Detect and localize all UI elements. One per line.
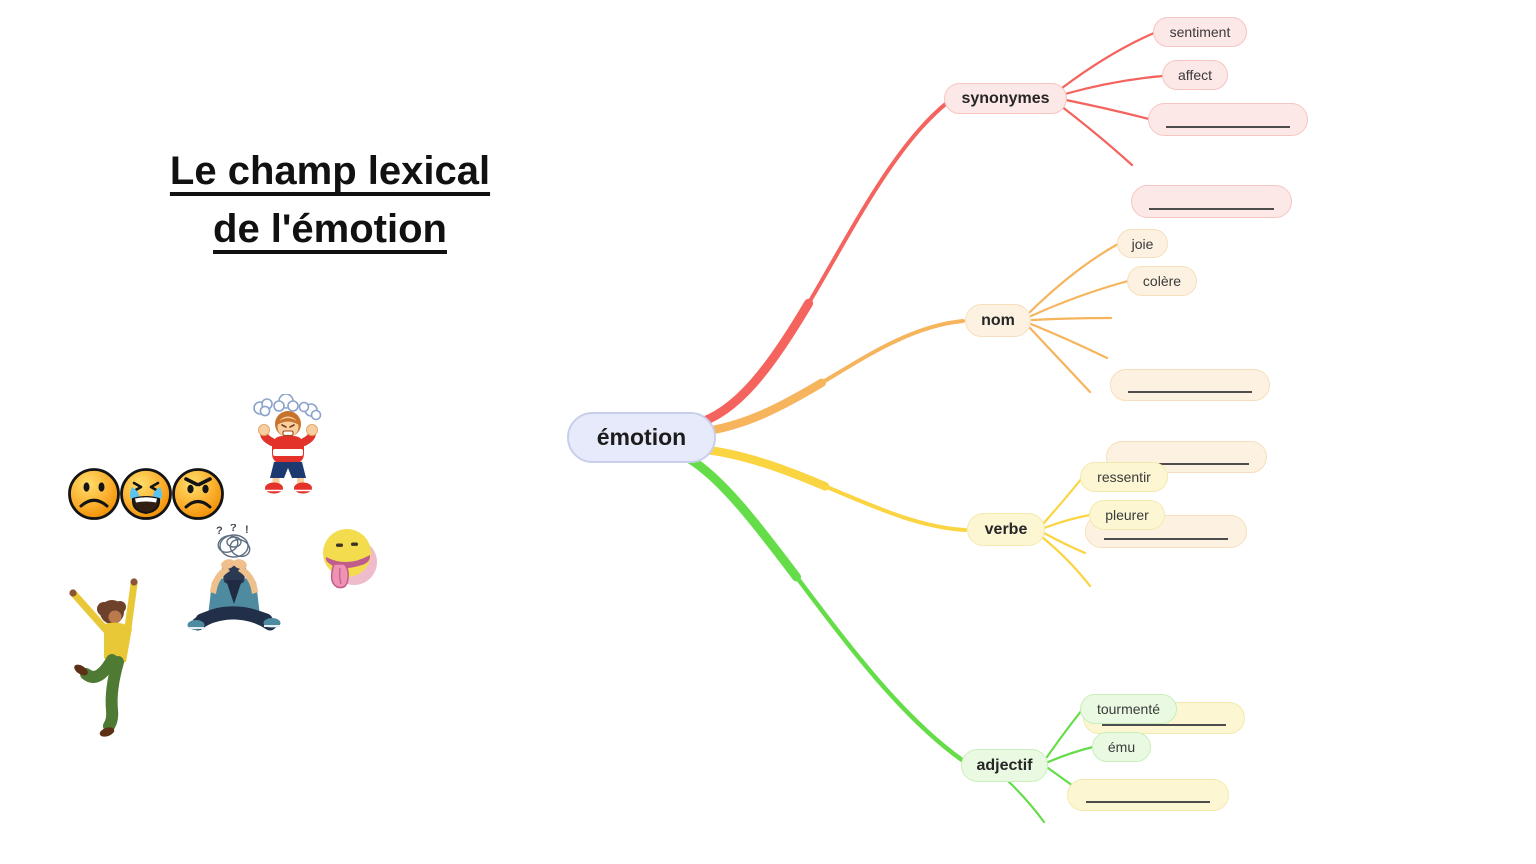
- branch-line-verbe: [698, 447, 967, 532]
- child-node-joie[interactable]: joie: [1117, 229, 1168, 258]
- child-node-ressentir[interactable]: ressentir: [1080, 462, 1168, 492]
- branch-line-adjectif-thick: [683, 453, 801, 582]
- silly-tongue-emoji: [323, 529, 377, 589]
- blank-answer-line: [1103, 538, 1229, 540]
- blank-child-node[interactable]: [1110, 369, 1270, 401]
- emoji-row: [68, 468, 224, 520]
- branch-node-synonymes[interactable]: synonymes: [944, 83, 1067, 114]
- child-node-emu[interactable]: ému: [1092, 732, 1151, 762]
- child-node-sentiment[interactable]: sentiment: [1153, 17, 1247, 47]
- branch-line-synonymes-thick: [690, 298, 814, 429]
- title-line-2: de l'émotion: [213, 207, 447, 251]
- blank-answer-line: [1166, 126, 1290, 128]
- child-node-colere[interactable]: colère: [1127, 266, 1197, 296]
- branch-node-adjectif[interactable]: adjectif: [961, 749, 1048, 782]
- branch-line-verbe-thick: [695, 444, 830, 491]
- svg-text:!: !: [245, 524, 249, 536]
- blank-answer-line: [1101, 724, 1227, 726]
- blank-child-node[interactable]: [1085, 515, 1247, 548]
- branch-line-adjectif: [685, 455, 965, 763]
- svg-text:?: ?: [216, 525, 223, 537]
- branch-node-nom[interactable]: nom: [965, 304, 1031, 337]
- stressed-person-illustration: ? ? !: [187, 524, 281, 631]
- child-lines-verbe: [1040, 476, 1092, 588]
- child-lines-nom: [1028, 242, 1130, 394]
- branch-node-verbe[interactable]: verbe: [967, 513, 1045, 546]
- blank-answer-line: [1128, 391, 1252, 393]
- blank-answer-line: [1085, 801, 1211, 803]
- child-node-pleurer[interactable]: pleurer: [1089, 500, 1165, 530]
- branch-line-synonymes: [693, 100, 950, 426]
- title-line-1: Le champ lexical: [169, 149, 491, 193]
- blank-answer-line: [1124, 463, 1249, 465]
- sad-face-emoji: [68, 468, 120, 520]
- child-node-affect[interactable]: affect: [1162, 60, 1228, 90]
- angry-boy-illustration: [253, 394, 322, 494]
- crying-face-emoji: [120, 468, 172, 520]
- angry-face-emoji: [172, 468, 224, 520]
- branch-line-nom: [698, 319, 965, 434]
- child-node-tourmente[interactable]: tourmenté: [1080, 694, 1177, 724]
- branch-line-nom-thick: [695, 378, 826, 437]
- blank-child-node[interactable]: [1131, 185, 1292, 218]
- blank-child-node[interactable]: [1067, 779, 1229, 811]
- child-lines-synonymes: [1059, 31, 1165, 167]
- mindmap-root-node[interactable]: émotion: [567, 412, 716, 463]
- svg-text:?: ?: [230, 524, 237, 534]
- worksheet-title: Le champ lexical de l'émotion: [110, 142, 550, 258]
- jumping-happy-woman-illustration: [69, 578, 138, 737]
- blank-child-node[interactable]: [1148, 103, 1308, 136]
- blank-answer-line: [1149, 208, 1274, 210]
